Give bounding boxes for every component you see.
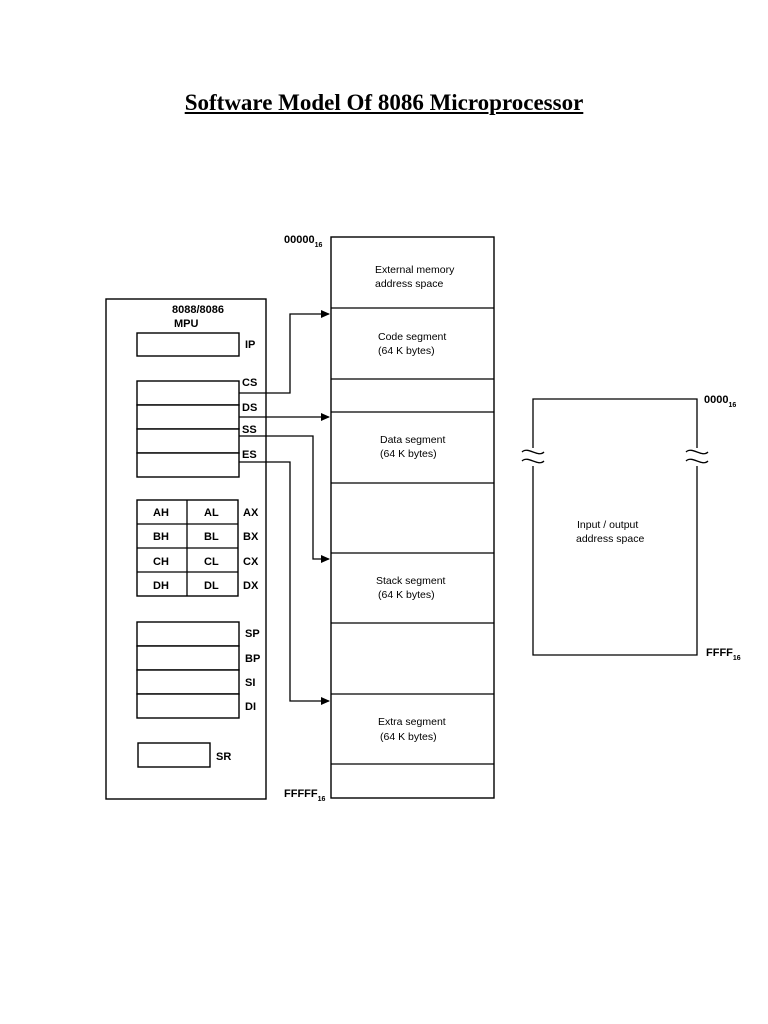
io-label-line1: Input / output [577,519,638,531]
external-memory-line1: External memory [375,264,455,276]
ah-label: AH [153,507,169,519]
sp-label: SP [245,628,260,640]
external-memory-line2: address space [375,278,443,290]
dh-label: DH [153,580,169,592]
data-segment-line1: Data segment [380,434,445,446]
cx-label: CX [243,556,259,568]
mpu-label: MPU [174,318,199,330]
io-address-space: Input / output address space 000016 FFFF… [521,394,741,662]
memory-start-address: 0000016 [284,234,322,249]
pointer-index-registers: SP BP SI DI [136,621,260,719]
ip-label: IP [245,339,255,351]
code-segment-line2: (64 K bytes) [378,345,435,357]
segment-registers: CS DS SS ES [136,377,257,478]
code-segment-line1: Code segment [378,331,446,343]
data-segment-line2: (64 K bytes) [380,448,437,460]
cl-label: CL [204,556,219,568]
bh-label: BH [153,531,169,543]
es-register [136,452,240,478]
page-title: Software Model Of 8086 Microprocessor [184,90,584,115]
memory-address-space: External memory address space Code segme… [284,234,495,803]
stack-segment-line1: Stack segment [376,575,446,587]
bp-register [136,645,240,671]
ds-register [136,404,240,430]
di-register [136,693,240,719]
stack-segment-line2: (64 K bytes) [378,589,435,601]
io-break-right-1 [685,449,709,455]
memory-end-address: FFFFF16 [284,788,326,803]
cs-arrow [239,310,330,394]
io-label-line2: address space [576,533,644,545]
ax-label: AX [243,507,259,519]
es-arrow [239,461,330,705]
bl-label: BL [204,531,219,543]
sr-label: SR [216,751,231,763]
io-break-left-2 [521,458,545,464]
si-label: SI [245,677,255,689]
mpu-name: 8088/8086 [172,304,224,316]
io-break-left-1 [521,449,545,455]
dx-label: DX [243,580,259,592]
ss-label: SS [242,424,257,436]
bx-label: BX [243,531,259,543]
io-start-address: 000016 [704,394,736,409]
cs-label: CS [242,377,257,389]
dl-label: DL [204,580,219,592]
data-registers: AH AL AX BH BL BX CH CL CX DH DL DX [136,499,259,597]
es-label: ES [242,449,257,461]
al-label: AL [204,507,219,519]
di-label: DI [245,701,256,713]
segment-pointer-arrows [239,310,330,705]
io-break-right-2 [685,458,709,464]
ss-register [136,428,240,454]
cs-register [136,380,240,406]
ch-label: CH [153,556,169,568]
ss-arrow [239,435,330,563]
io-box-top [532,398,698,448]
si-register [136,669,240,695]
memory-column [330,236,495,799]
ip-register [136,332,240,357]
extra-segment-line1: Extra segment [378,716,446,728]
bp-label: BP [245,653,260,665]
status-register [137,742,211,768]
io-end-address: FFFF16 [706,647,741,662]
io-box-bottom [532,466,698,656]
extra-segment-line2: (64 K bytes) [380,731,437,743]
ds-label: DS [242,402,257,414]
sp-register [136,621,240,647]
